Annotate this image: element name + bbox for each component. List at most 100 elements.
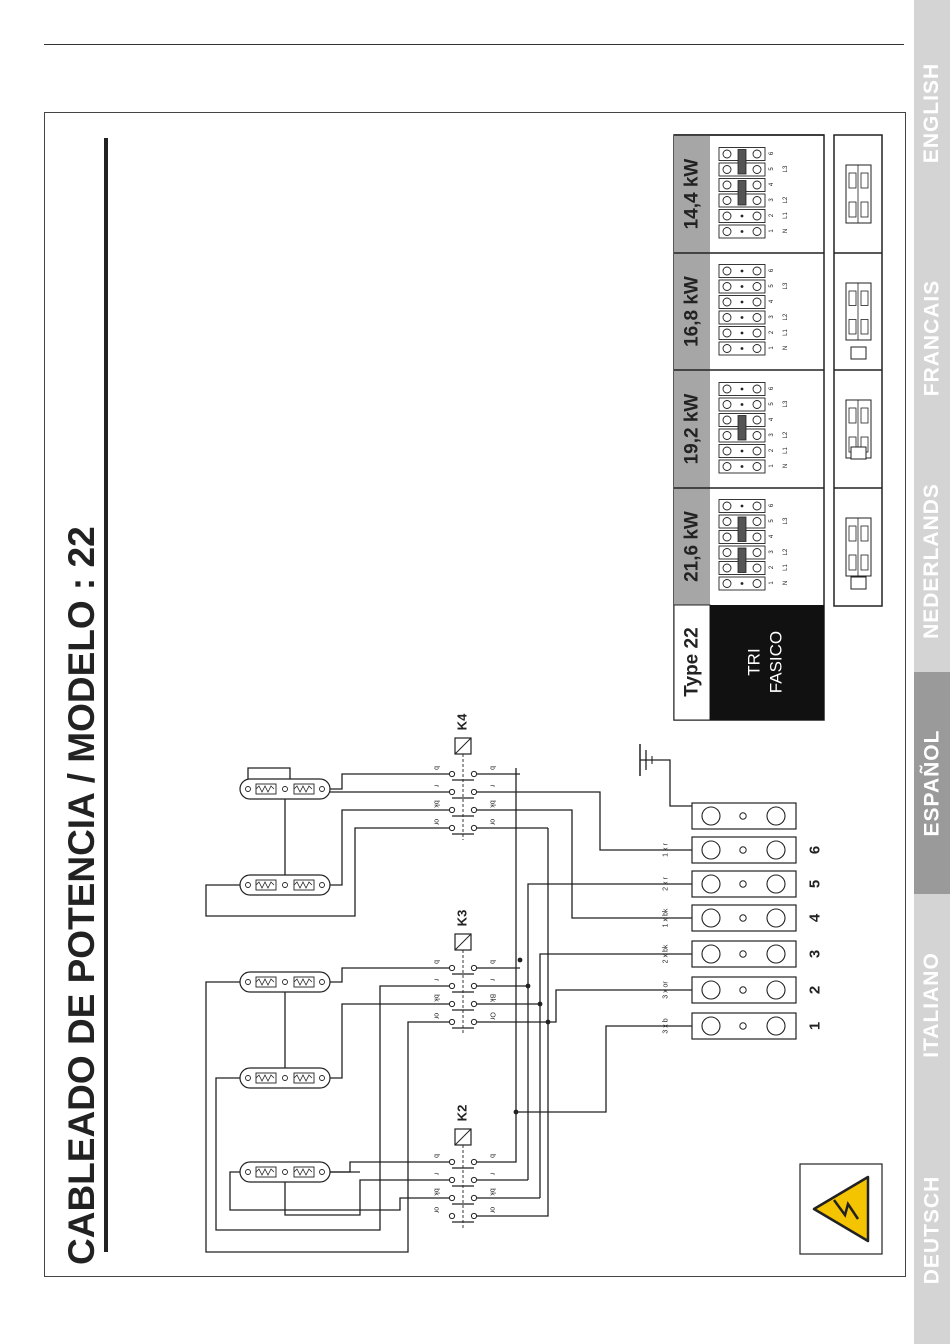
pin-phase: L1 [783, 329, 789, 336]
pin-hole [722, 431, 732, 440]
pin-hole [722, 149, 732, 159]
lightning-icon [832, 1199, 860, 1220]
wire-code: b [433, 766, 440, 770]
pin-phase: L2 [783, 313, 789, 320]
contact-pole [448, 1194, 456, 1202]
pin-number: 3 [769, 198, 775, 202]
terminal-number: 4 [807, 913, 824, 922]
contact-pole [470, 1176, 478, 1184]
contactor-coil-diag [454, 1128, 472, 1146]
heater-zigzag [293, 1168, 313, 1176]
heater-zigzag [255, 1074, 275, 1082]
type-label: Type 22 [682, 627, 703, 696]
terminal-screw [766, 874, 786, 894]
switch-body [845, 282, 872, 341]
terminal-screw [701, 840, 721, 860]
heater-zigzag [255, 785, 275, 793]
wire [322, 773, 452, 790]
power-label: 19,2 kW [682, 394, 703, 465]
pin-hole [752, 266, 762, 276]
pin-dot [740, 449, 744, 453]
heater-node [282, 786, 288, 792]
pin-hole [722, 462, 732, 471]
pin-hole [722, 501, 732, 511]
pin-hole [752, 579, 762, 588]
pin-hole [752, 400, 762, 409]
switch-contact [860, 554, 869, 571]
language-sidebar: ENGLISH FRANCAIS NEDERLANDS ESPAÑOL ITAL… [914, 0, 950, 1344]
lang-tab-espanol[interactable]: ESPAÑOL [914, 672, 950, 894]
pin-dot [740, 331, 744, 335]
wire [474, 828, 549, 1217]
terminal-screw [701, 874, 721, 894]
jumper-bridge [737, 180, 747, 206]
jumper-bridge [737, 547, 747, 573]
wire-code: r [433, 979, 440, 982]
pin-dot [740, 387, 744, 391]
terminal-hole [739, 846, 747, 854]
terminal-boxes [833, 134, 883, 607]
terminal-screw [766, 806, 786, 826]
pin-hole [722, 415, 732, 425]
contact-pole [470, 806, 478, 814]
terminal-wire-label: 2 x r [663, 877, 670, 891]
wire [229, 1171, 452, 1211]
wire [247, 767, 452, 793]
warning-sign [799, 1163, 883, 1255]
heater-zigzag [293, 1074, 313, 1082]
contact-pole [448, 1018, 456, 1026]
terminal-number: 5 [807, 880, 824, 888]
switch-contact [860, 525, 869, 542]
terminal-screw [701, 806, 721, 826]
power-label: 14,4 kW [682, 159, 703, 230]
terminal-wire-label: 3 x or [663, 981, 670, 999]
jumper-bridge [737, 516, 747, 542]
pin-dot [740, 285, 744, 288]
terminal-hole [739, 914, 747, 922]
contact-pole [448, 964, 456, 972]
pin-hole [722, 446, 732, 456]
pin-phase: N [783, 229, 789, 233]
contactor-label: K3 [455, 910, 470, 927]
pin-hole [752, 211, 762, 221]
contactor-label: K4 [455, 713, 470, 730]
contact-pole [470, 1158, 478, 1166]
heater-node [282, 979, 288, 985]
pin-hole [722, 517, 732, 526]
terminal-wire-label: 1 x bk [663, 908, 670, 927]
pin-hole [752, 227, 762, 236]
switch-contact [848, 172, 857, 189]
pin-hole [722, 344, 732, 353]
contact-pole [448, 770, 456, 778]
wire-code: or [433, 1207, 440, 1214]
terminal-hole [739, 950, 747, 958]
switch-contact [848, 319, 857, 335]
contact-pole [448, 982, 456, 990]
pin-hole [752, 563, 762, 573]
pin-hole [722, 400, 732, 409]
pin-hole [722, 579, 732, 588]
heater-node [282, 1075, 288, 1081]
switch-body [845, 164, 872, 224]
pin-hole [752, 344, 762, 353]
wire [474, 953, 692, 1005]
heater-node [245, 979, 251, 985]
wire-code: bk [489, 800, 496, 808]
terminal-hole [739, 880, 747, 888]
wire-junction [517, 957, 523, 963]
heater-node [319, 979, 325, 985]
pin-hole [752, 501, 762, 511]
contact-pole [470, 1000, 478, 1008]
wire-code: b [489, 960, 496, 964]
earth-wire [640, 759, 692, 807]
wire-code: b [433, 1154, 440, 1158]
heater-node [245, 1075, 251, 1081]
pin-number: 5 [769, 284, 775, 288]
wire [322, 1003, 452, 1079]
pin-number: 6 [769, 386, 775, 390]
pin-phase: L3 [783, 282, 789, 289]
pin-dot [740, 582, 744, 585]
pin-hole [752, 431, 762, 440]
contact-pole [448, 1212, 456, 1220]
heater-node [282, 1169, 288, 1175]
